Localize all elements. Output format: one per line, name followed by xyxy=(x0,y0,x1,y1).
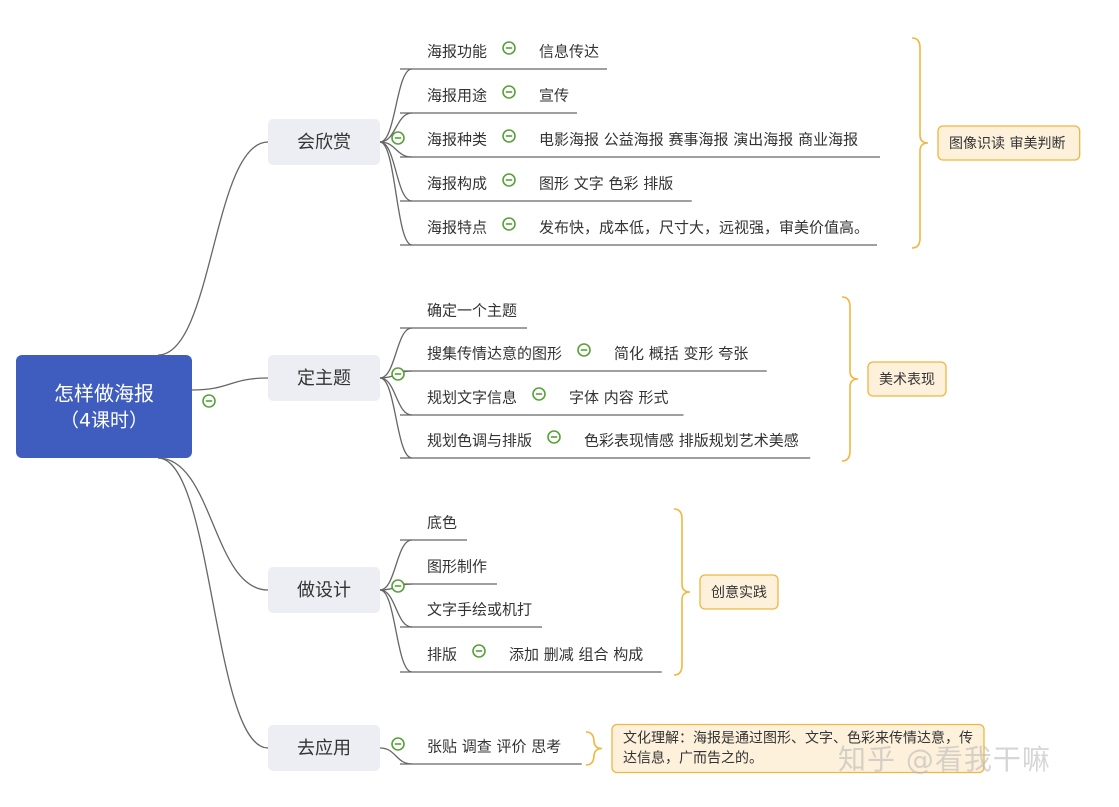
summary-text: 图像识读 审美判断 xyxy=(949,135,1065,152)
summary-box[interactable] xyxy=(699,574,779,610)
branch-node[interactable] xyxy=(268,355,380,401)
branch-label: 会欣赏 xyxy=(297,132,351,153)
item-collapse-toggle[interactable] xyxy=(577,343,591,357)
root-branch-connector xyxy=(191,377,269,391)
summary-text: 美术表现 xyxy=(879,372,935,388)
item-collapse-toggle[interactable] xyxy=(532,387,546,401)
branch-node[interactable] xyxy=(268,567,380,613)
branch-collapse-toggle[interactable] xyxy=(391,579,405,593)
summary-bracket xyxy=(585,731,603,766)
branch-node[interactable] xyxy=(268,119,380,165)
summary-bracket xyxy=(673,508,691,676)
item-connector xyxy=(379,377,413,416)
item-label: 海报功能 xyxy=(427,43,487,61)
branch-node[interactable] xyxy=(268,725,380,771)
summary-bracket xyxy=(911,37,929,249)
summary-bracket xyxy=(841,296,859,462)
item-detail: 字体 内容 形式 xyxy=(569,389,669,407)
item-collapse-toggle[interactable] xyxy=(547,430,561,444)
branch-collapse-toggle[interactable] xyxy=(391,131,405,145)
item-collapse-toggle[interactable] xyxy=(502,85,516,99)
item-collapse-toggle[interactable] xyxy=(502,41,516,55)
summary-box[interactable] xyxy=(611,723,985,774)
item-connector xyxy=(379,589,413,673)
item-collapse-toggle[interactable] xyxy=(502,173,516,187)
watermark: 知乎 @看我干嘛 xyxy=(838,743,1051,776)
item-connector xyxy=(379,327,413,379)
item-detail: 电影海报 公益海报 赛事海报 演出海报 商业海报 xyxy=(539,131,858,149)
item-collapse-toggle[interactable] xyxy=(502,217,516,231)
item-label: 排版 xyxy=(427,646,457,664)
root-title: 怎样做海报 xyxy=(54,382,154,406)
item-detail: 发布快，成本低，尺寸大，远视强，审美价值高。 xyxy=(539,219,869,237)
root-branch-connector xyxy=(157,457,269,591)
root-collapse-toggle[interactable] xyxy=(202,394,216,408)
item-connector xyxy=(379,539,413,591)
item-detail: 图形 文字 色彩 排版 xyxy=(539,175,673,193)
item-connector xyxy=(379,68,413,143)
item-detail: 色彩表现情感 排版规划艺术美感 xyxy=(584,432,799,450)
summary-text-line: 文化理解：海报是通过图形、文字、色彩来传情达意，传 xyxy=(623,730,973,747)
root-node[interactable] xyxy=(16,355,192,458)
item-label: 海报构成 xyxy=(427,175,487,193)
summary-box[interactable] xyxy=(867,361,947,397)
item-collapse-toggle[interactable] xyxy=(472,644,486,658)
summary-box[interactable] xyxy=(937,125,1081,161)
root-branch-connector xyxy=(157,141,269,356)
item-label: 海报用途 xyxy=(427,87,487,105)
item-label: 图形制作 xyxy=(427,558,487,576)
item-label: 规划文字信息 xyxy=(427,389,517,407)
root-subtitle: （4课时） xyxy=(60,410,148,432)
item-label: 底色 xyxy=(427,514,457,532)
item-detail: 信息传达 xyxy=(539,43,599,61)
item-label: 张贴 调查 评价 思考 xyxy=(427,738,561,756)
item-label: 搜集传情达意的图形 xyxy=(427,345,562,363)
item-label: 海报特点 xyxy=(427,219,487,237)
branch-label: 去应用 xyxy=(297,738,351,759)
item-connector xyxy=(379,141,413,202)
item-label: 确定一个主题 xyxy=(427,302,517,320)
summary-text-line: 达信息，广而告之的。 xyxy=(623,750,763,767)
item-connector xyxy=(379,141,413,246)
item-detail: 添加 删减 组合 构成 xyxy=(509,646,643,664)
root-branch-connector xyxy=(157,457,269,749)
summary-text: 创意实践 xyxy=(711,584,767,601)
item-label: 文字手绘或机打 xyxy=(427,601,532,619)
branch-collapse-toggle[interactable] xyxy=(391,367,405,381)
item-detail: 简化 概括 变形 夸张 xyxy=(614,345,748,363)
branch-label: 定主题 xyxy=(297,368,351,389)
item-detail: 宣传 xyxy=(539,87,569,105)
item-collapse-toggle[interactable] xyxy=(502,129,516,143)
item-connector xyxy=(379,377,413,459)
branch-label: 做设计 xyxy=(297,580,351,601)
item-connector xyxy=(379,589,413,628)
item-connector xyxy=(379,112,413,143)
item-label: 海报种类 xyxy=(427,131,487,149)
branch-collapse-toggle[interactable] xyxy=(391,737,405,751)
item-label: 规划色调与排版 xyxy=(427,432,532,450)
